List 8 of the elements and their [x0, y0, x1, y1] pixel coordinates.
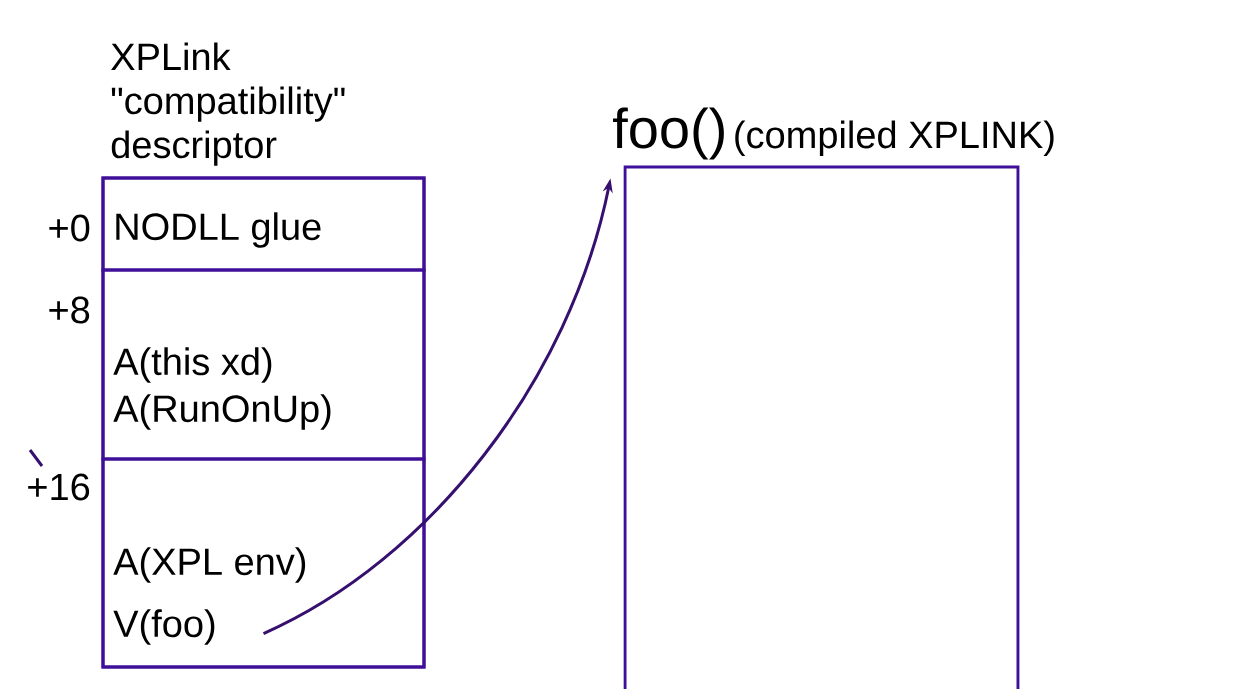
- box-heading: foo() (compiled XPLINK): [613, 107, 1054, 160]
- memory-section: A(this xd) A(RunOnUp): [101, 268, 426, 461]
- memory-section: NODLL glue: [101, 176, 426, 272]
- box-heading: XPLink "compatibility" descriptor: [111, 42, 345, 166]
- offset-label: +0: [49, 214, 90, 242]
- memory-section: A(XPL env) V(foo): [101, 457, 426, 669]
- offset-label: +16: [28, 473, 90, 501]
- offset-label: +8: [49, 296, 90, 324]
